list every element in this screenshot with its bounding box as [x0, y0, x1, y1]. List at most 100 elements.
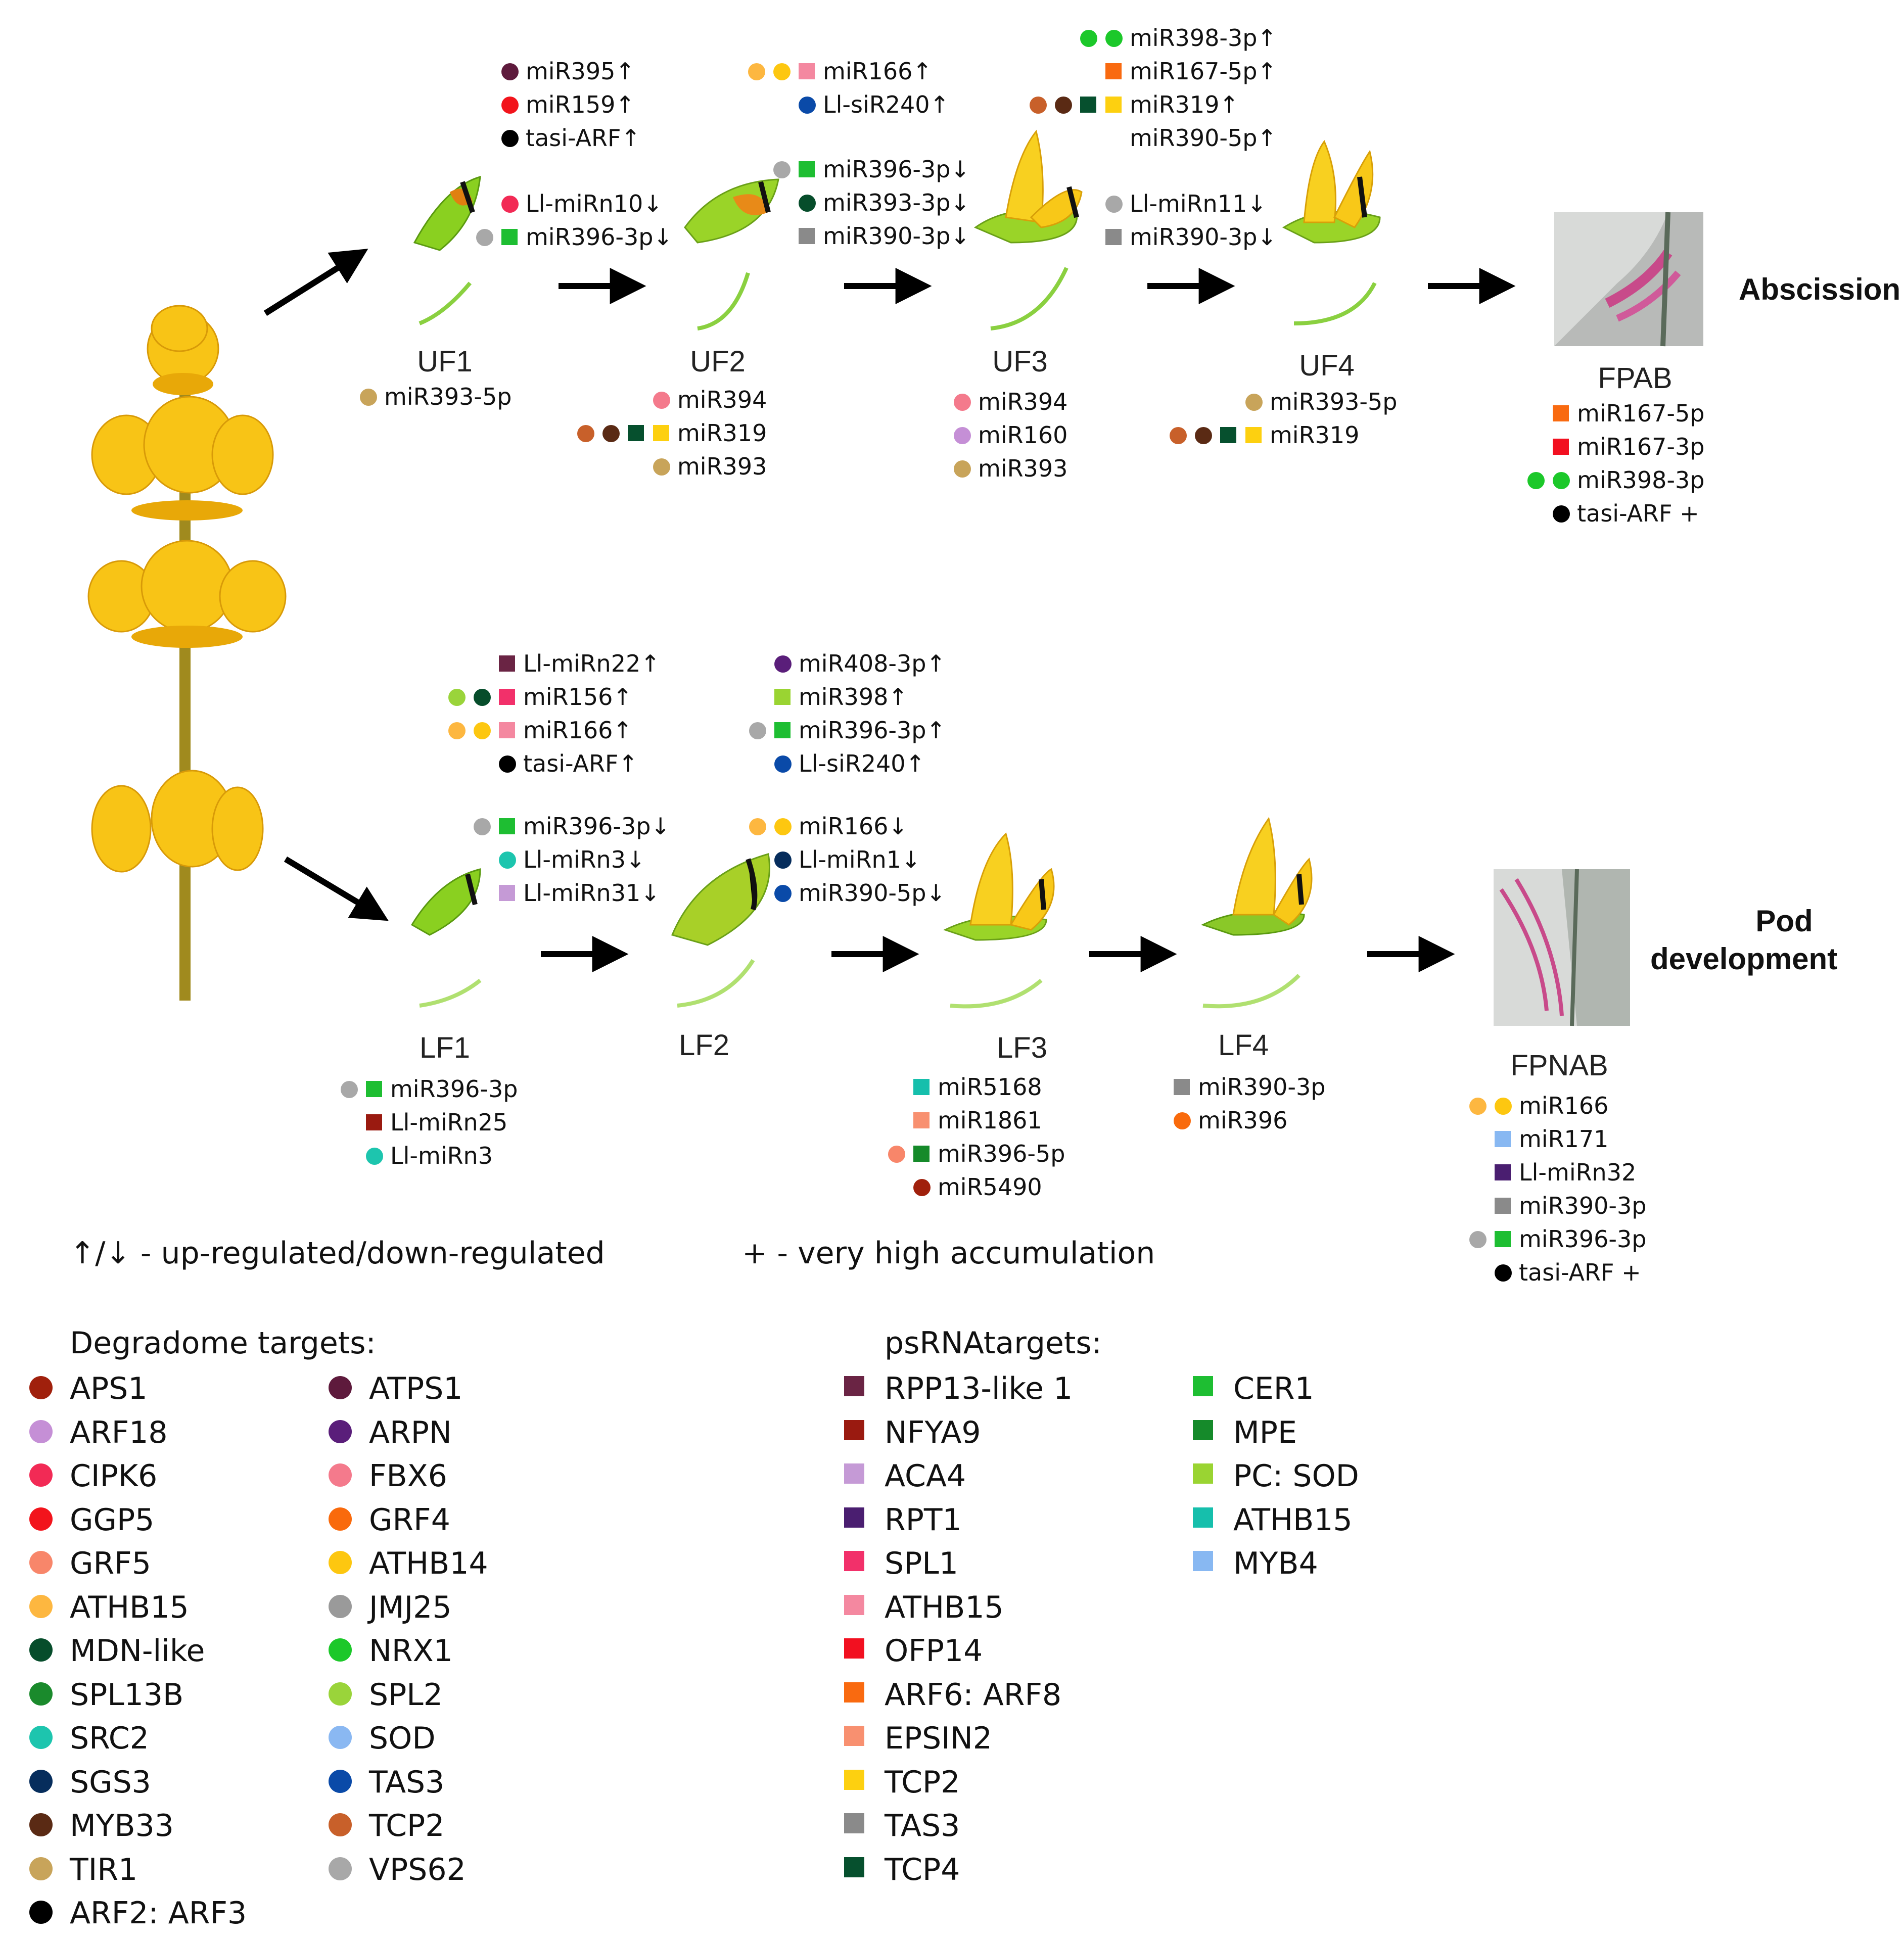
- mirna-label: miR396: [1198, 1107, 1288, 1134]
- mirna-label: miR396-3p: [390, 1075, 518, 1103]
- legend-label: ARF2: ARF3: [70, 1896, 247, 1931]
- mirna-label: Ll-miRn31↓: [523, 879, 660, 907]
- mirna-label: miR390-5p↑: [1130, 124, 1277, 152]
- psrna-marker: [1245, 427, 1262, 443]
- psrna-marker: [1495, 1131, 1511, 1147]
- degradome-marker: [1553, 472, 1570, 489]
- mirna-label: miR390-3p↓: [1130, 223, 1277, 251]
- legend-swatch: [329, 1376, 352, 1399]
- legend-label: FBX6: [369, 1458, 447, 1494]
- legend-label: ARF6: ARF8: [885, 1677, 1062, 1713]
- mirna-label: miR166↑: [523, 717, 632, 744]
- psrna-marker: [799, 161, 815, 177]
- plus-note: + - very high accumulation: [742, 1236, 1155, 1271]
- arrows-note: ↑/↓ - up-regulated/down-regulated: [70, 1236, 605, 1271]
- title-pod: Pod: [1755, 904, 1813, 938]
- mirna-label: Ll-miRn25: [390, 1109, 508, 1136]
- stage-lf1: LF1: [420, 1031, 470, 1064]
- psrna-marker: [1495, 1231, 1511, 1247]
- degradome-marker: [360, 389, 377, 406]
- legend-swatch: [329, 1682, 352, 1706]
- legend-label: RPP13-like 1: [885, 1371, 1073, 1406]
- mirna-label: Ll-siR240↑: [799, 750, 925, 777]
- legend-swatch: [844, 1420, 864, 1440]
- degradome-marker: [1195, 427, 1212, 444]
- legend-label: ATHB15: [885, 1589, 1004, 1625]
- legend-label: MPE: [1233, 1414, 1297, 1450]
- mirna-label: miR159↑: [526, 91, 635, 118]
- legend-swatch: [1193, 1420, 1213, 1440]
- mirna-label: miR319: [677, 419, 767, 447]
- flower-lf2-image: [671, 853, 770, 1008]
- legend-swatch: [844, 1638, 864, 1659]
- legend-label: NRX1: [369, 1633, 453, 1669]
- legend-label: RPT1: [885, 1502, 962, 1538]
- psrna-marker: [499, 818, 515, 834]
- mirna-label: miR396-3p↑: [799, 717, 946, 744]
- degradome-marker: [954, 427, 971, 444]
- degradome-marker: [448, 689, 466, 706]
- degradome-marker: [1030, 97, 1047, 114]
- legend-label: MYB4: [1233, 1546, 1318, 1581]
- mirna-label: miR166: [1519, 1092, 1609, 1119]
- title-abscission: Abscission: [1739, 272, 1901, 306]
- mirna-label: miR5168: [938, 1073, 1042, 1101]
- mirna-label: miR393-3p↓: [823, 189, 970, 216]
- legend-swatch: [29, 1726, 53, 1749]
- legend-label: ATPS1: [369, 1371, 463, 1406]
- legend-swatch: [29, 1463, 53, 1487]
- legend-label: TAS3: [369, 1764, 445, 1800]
- degradome-marker: [1170, 427, 1187, 444]
- degradome-marker: [954, 394, 971, 411]
- arrow-to-upper: [263, 249, 368, 316]
- mirna-label: miR167-5p↑: [1130, 58, 1277, 85]
- legend-swatch: [844, 1813, 864, 1833]
- psrna-marker: [1080, 97, 1096, 113]
- mirna-label: miR396-5p: [938, 1140, 1065, 1167]
- mirna-label: miR166↑: [823, 58, 932, 85]
- psrna-marker: [499, 689, 515, 705]
- mirna-label: Ll-miRn3↓: [523, 846, 645, 873]
- legend-swatch: [329, 1769, 352, 1793]
- legend-label: TIR1: [70, 1852, 138, 1887]
- flower-uf4-image: [1282, 140, 1381, 325]
- legend-swatch: [844, 1726, 864, 1746]
- legend-label: SRC2: [70, 1721, 149, 1756]
- flower-uf3-image: [973, 129, 1083, 330]
- legend-label: CER1: [1233, 1371, 1314, 1406]
- legend-label: CIPK6: [70, 1458, 158, 1494]
- mirna-label: miR396-3p↓: [523, 813, 670, 840]
- legend-ps-title: psRNAtargets:: [885, 1326, 1102, 1361]
- degradome-marker: [774, 655, 792, 673]
- legend-label: SPL2: [369, 1677, 443, 1713]
- degradome-marker: [1495, 1264, 1512, 1282]
- mirna-label: Ll-miRn10↓: [526, 190, 663, 217]
- legend-label: VPS62: [369, 1852, 466, 1887]
- degradome-marker: [448, 722, 466, 739]
- mirna-label: miR390-3p↓: [823, 222, 970, 250]
- mirna-label: Ll-siR240↑: [823, 91, 950, 118]
- mirna-label: miR390-3p: [1198, 1073, 1326, 1101]
- degradome-marker: [954, 460, 971, 478]
- psrna-marker: [1105, 229, 1122, 245]
- psrna-marker: [1174, 1079, 1190, 1095]
- psrna-marker: [366, 1114, 382, 1130]
- flower-uf2-image: [684, 178, 779, 330]
- degradome-marker: [577, 425, 594, 442]
- legend-label: SPL1: [885, 1546, 958, 1581]
- legend-label: GGP5: [70, 1502, 155, 1538]
- degradome-marker: [773, 63, 791, 80]
- legend-label: MDN-like: [70, 1633, 205, 1669]
- degradome-marker: [474, 689, 491, 706]
- degradome-marker: [1469, 1231, 1487, 1248]
- degradome-marker: [774, 852, 792, 869]
- legend-label: ATHB14: [369, 1546, 488, 1581]
- mirna-label: Ll-miRn3: [390, 1142, 493, 1169]
- psrna-marker: [501, 229, 518, 245]
- psrna-marker: [499, 722, 515, 738]
- psrna-marker: [913, 1079, 930, 1095]
- legend-swatch: [29, 1507, 53, 1531]
- lupin-inflorescence-image: [87, 305, 287, 1001]
- degradome-marker: [501, 196, 519, 213]
